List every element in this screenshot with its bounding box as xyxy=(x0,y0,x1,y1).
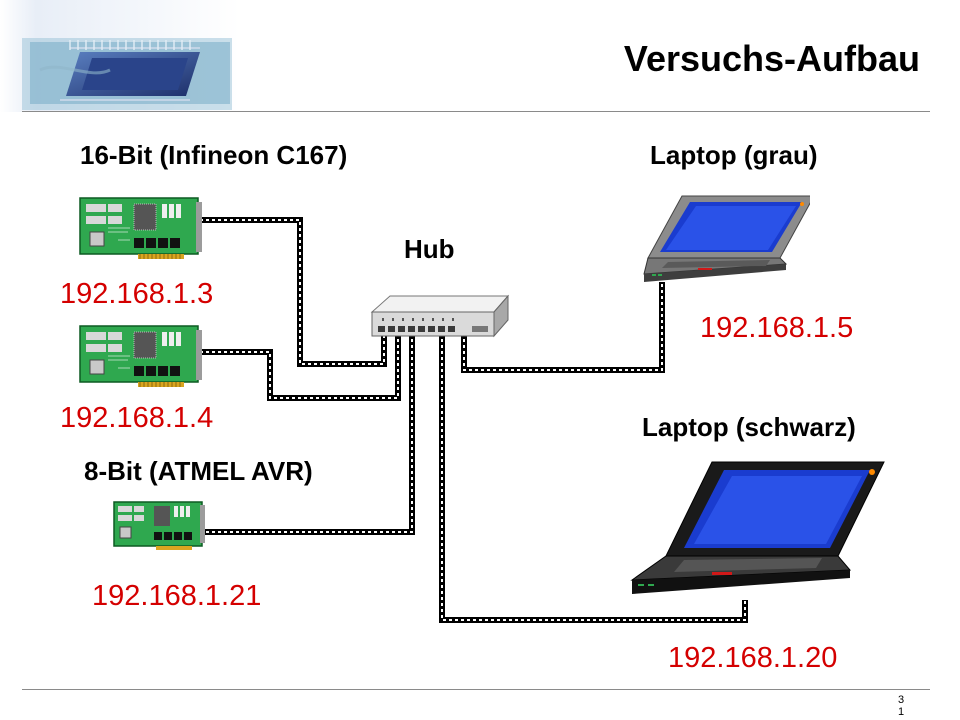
page-number: 3 1 xyxy=(894,694,908,718)
circuit-board-icon xyxy=(79,197,202,259)
ip-board2: 192.168.1.4 xyxy=(60,402,214,434)
laptop-icon xyxy=(630,461,885,594)
page-number-line: 1 xyxy=(897,706,905,718)
ip-board1: 192.168.1.3 xyxy=(60,278,214,310)
laptop-icon xyxy=(643,195,810,282)
title-divider xyxy=(22,111,930,112)
ip-laptop-grey: 192.168.1.5 xyxy=(700,312,854,344)
network-hub-icon xyxy=(370,294,510,338)
group-16bit-label: 16-Bit (Infineon C167) xyxy=(80,140,348,170)
cable-board1 xyxy=(200,217,387,367)
laptop-grey-label: Laptop (grau) xyxy=(650,140,818,170)
laptop-black-label: Laptop (schwarz) xyxy=(642,412,856,442)
page-title: Versuchs-Aufbau xyxy=(623,38,920,79)
circuit-board-icon xyxy=(79,325,202,387)
footer-divider xyxy=(22,689,930,690)
group-8bit-label: 8-Bit (ATMEL AVR) xyxy=(84,456,313,486)
page-number-line: 3 xyxy=(897,694,905,706)
ip-laptop-black: 192.168.1.20 xyxy=(668,642,838,674)
ip-board-avr: 192.168.1.21 xyxy=(92,580,262,612)
chip-banner-image xyxy=(0,0,240,112)
circuit-board-icon xyxy=(113,501,205,550)
hub-label: Hub xyxy=(404,234,455,264)
